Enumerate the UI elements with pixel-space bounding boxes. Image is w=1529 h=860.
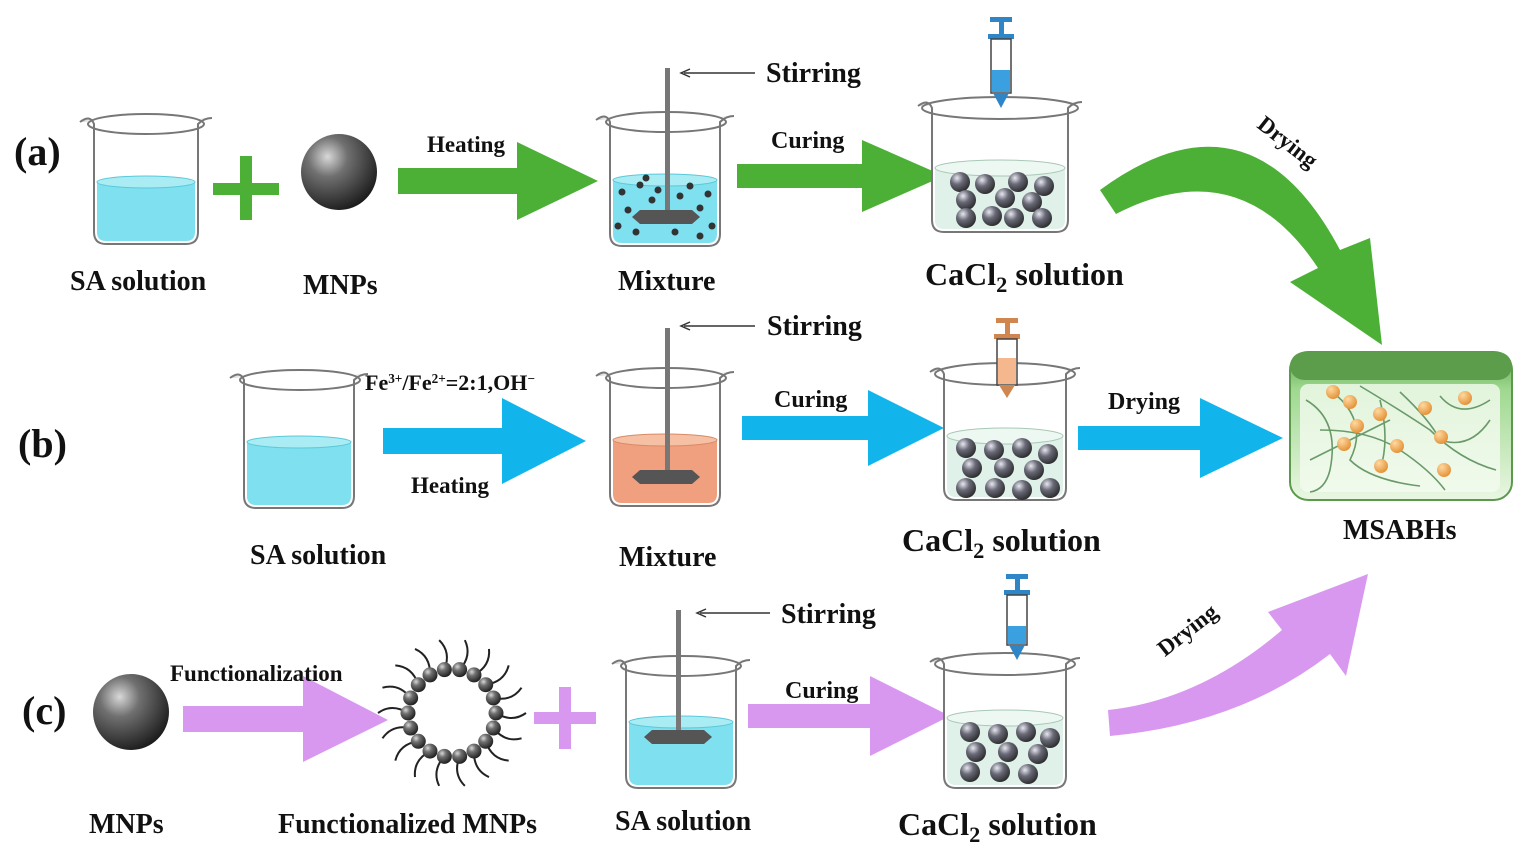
- beads-a: [950, 172, 1054, 228]
- stirring-pointer: [679, 68, 755, 78]
- sphere-icon: [93, 674, 169, 750]
- row-label-a: (a): [14, 129, 61, 174]
- msabhs-label: MSABHs: [1343, 515, 1457, 546]
- beaker-icon: [79, 113, 213, 245]
- curing-label-c: Curing: [785, 678, 859, 704]
- arrow-curing-b: [742, 390, 944, 466]
- stirrer-icon: [644, 610, 712, 744]
- arrow-functionalization-c: [183, 676, 388, 762]
- reagent-label-b: Fe3+/Fe2+=2:1,OH−: [365, 370, 535, 395]
- arrow-curing-a: [737, 140, 944, 212]
- sa-solution-label-b: SA solution: [250, 540, 387, 571]
- sphere-icon: [301, 134, 377, 210]
- row-label-b: (b): [18, 421, 67, 466]
- hydrogel-block-icon: [1289, 351, 1513, 501]
- stirrer-icon: [632, 328, 700, 484]
- mixture-label-b: Mixture: [619, 542, 717, 573]
- arrow-drying-a: [1100, 146, 1382, 345]
- functionalization-label: Functionalization: [170, 661, 343, 686]
- row-label-c: (c): [22, 688, 67, 733]
- curing-label-b: Curing: [774, 387, 848, 413]
- stirring-label-c: Stirring: [781, 599, 876, 630]
- drying-label-b: Drying: [1108, 389, 1180, 415]
- arrow-heating-b: [383, 398, 586, 484]
- functionalized-particle-icon: [377, 639, 527, 787]
- stirrer-icon: [632, 68, 700, 224]
- cacl2-label-a: CaCl2 solution: [925, 256, 1124, 298]
- plus-sign: [213, 156, 279, 220]
- stirring-label-a: Stirring: [766, 58, 861, 89]
- syringe-icon: [994, 318, 1020, 398]
- arrow-heating-a: [398, 142, 598, 220]
- stirring-pointer: [679, 321, 755, 331]
- syringe-icon: [988, 17, 1014, 108]
- mnps-label-c: MNPs: [89, 809, 164, 840]
- beads-c: [960, 722, 1060, 784]
- beads-b: [956, 438, 1060, 500]
- arrow-drying-c: [1108, 574, 1368, 736]
- mixture-label-a: Mixture: [618, 266, 716, 297]
- heating-label-a: Heating: [427, 132, 505, 157]
- syringe-icon: [1004, 574, 1030, 660]
- arrow-drying-b: [1078, 398, 1283, 478]
- functionalized-mnps-label: Functionalized MNPs: [278, 809, 537, 840]
- sa-solution-label-a: SA solution: [70, 266, 207, 297]
- cacl2-label-c: CaCl2 solution: [898, 806, 1097, 848]
- mnp-dots: [614, 174, 716, 240]
- cacl2-label-b: CaCl2 solution: [902, 522, 1101, 564]
- curing-label-a: Curing: [771, 128, 845, 154]
- plus-sign: [534, 687, 596, 749]
- arrow-curing-c: [748, 676, 950, 756]
- mnps-label-a: MNPs: [303, 270, 378, 301]
- heating-label-b: Heating: [411, 473, 489, 498]
- sa-solution-label-c: SA solution: [615, 806, 752, 837]
- stirring-label-b: Stirring: [767, 311, 862, 342]
- beaker-icon: [229, 369, 369, 509]
- stirring-pointer: [695, 608, 770, 618]
- drying-label-c: Drying: [1153, 599, 1223, 661]
